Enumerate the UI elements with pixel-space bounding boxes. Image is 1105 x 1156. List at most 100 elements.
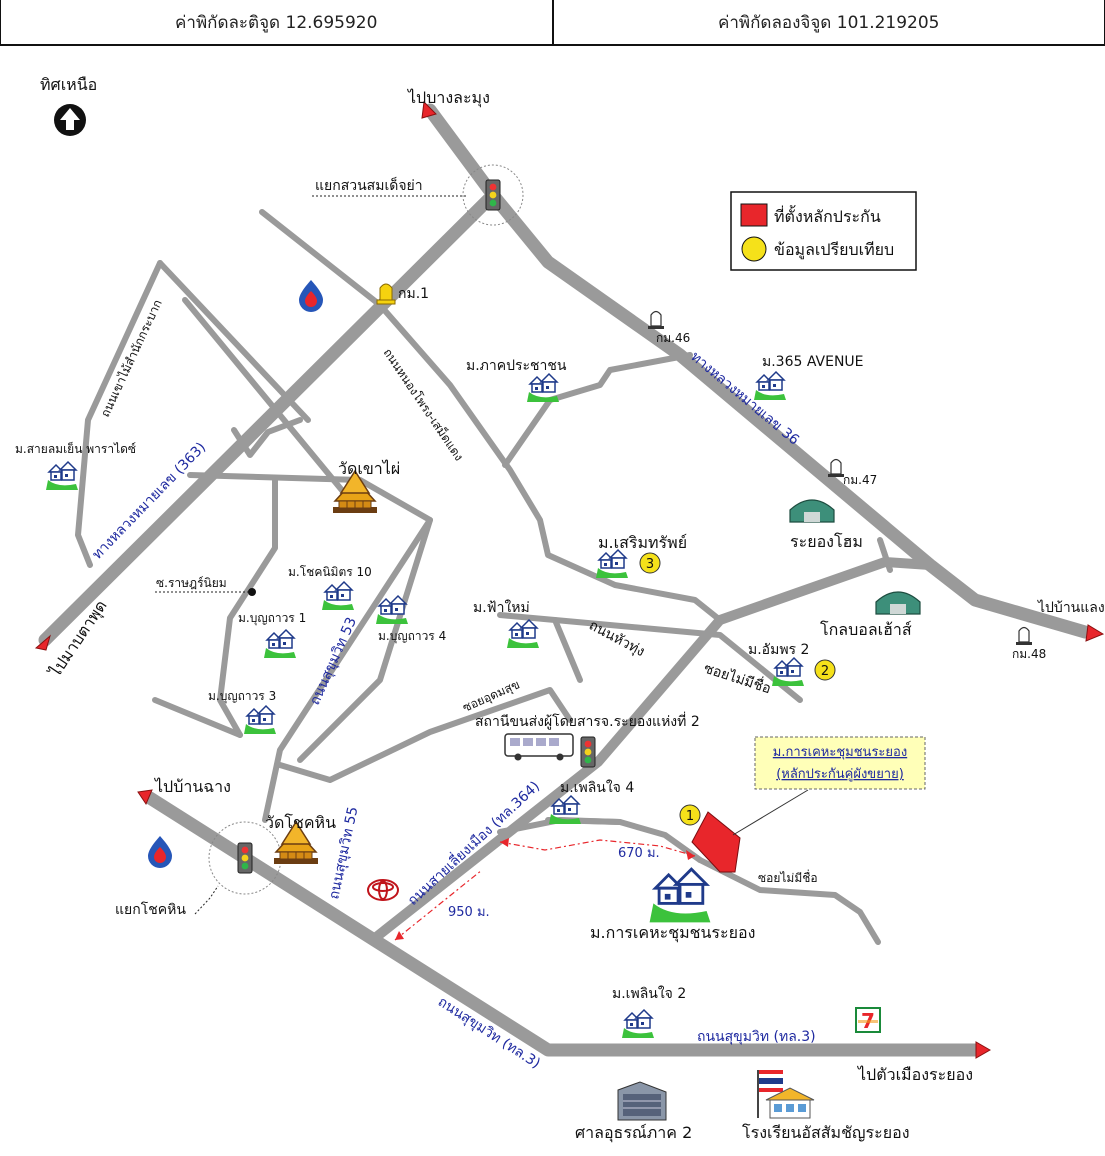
- marker-1: 1: [679, 804, 701, 826]
- label-m-sai-lom: ม.สายลมเย็น พาราไดซ์: [15, 441, 136, 456]
- distance-arrowhead-icon: [395, 931, 404, 940]
- legend-collateral-swatch: [740, 203, 768, 227]
- fuel-station-icon: [148, 836, 172, 868]
- road-soi-west: [152, 697, 243, 738]
- bus-icon: [504, 733, 574, 761]
- leader-lines: [155, 195, 468, 915]
- distance-arrowhead-icon: [500, 838, 509, 847]
- label-wat-khao-phai: วัดเขาไผ่: [338, 459, 400, 478]
- distance-670: 670 ม.: [618, 846, 660, 861]
- road-label-soi-ratsadon: ซ.ราษฎร์นิยม: [156, 576, 227, 590]
- label-to-bang-lamung: ไปบางละมุง: [406, 88, 490, 108]
- label-global-house: โกลบอลเฮ้าส์: [820, 620, 912, 639]
- trafficlight-icon: [485, 179, 501, 211]
- house-icon: [753, 371, 787, 401]
- km1-label: กม.1: [398, 286, 429, 302]
- label-m-365: ม.365 AVENUE: [762, 354, 864, 370]
- intersection-suan-somdet-ring: [462, 164, 524, 226]
- road-label-soi-no-name-1: ซอยไม่มีชื่อ: [702, 659, 774, 698]
- road-hua-thung: [552, 617, 803, 703]
- road-label-sukhumvit53: ถนนสุขุมวิท 53: [307, 615, 360, 708]
- trafficlight-icon: [580, 736, 596, 768]
- arrow-map-ta-phut-icon: [34, 634, 51, 651]
- svg-text:2: 2: [821, 664, 829, 679]
- road-west-1: [157, 260, 311, 423]
- road-cross-mid: [277, 687, 573, 783]
- road-phak: [502, 352, 693, 468]
- road-label-nong-phrong: ถนนหนองโพรง-เสม็ดแดง: [381, 345, 467, 463]
- road-rayong-home: [877, 537, 893, 573]
- label-m-phloen2: ม.เพลินใจ 2: [612, 985, 686, 1002]
- label-chok-hin: แยกโชคหิน: [115, 901, 186, 918]
- svg-text:3: 3: [646, 557, 654, 572]
- house-icon: [526, 373, 560, 403]
- km48-label: กม.48: [1012, 647, 1046, 661]
- house-large-icon: [648, 867, 712, 924]
- distance-arrowhead-icon: [686, 850, 695, 860]
- label-m-bun3: ม.บุญถาวร 3: [208, 689, 276, 704]
- north-label: ทิศเหนือ: [40, 75, 97, 94]
- road-sukhumvit-diag: [143, 791, 982, 1057]
- house-icon: [263, 629, 297, 659]
- house-icon: [506, 619, 540, 649]
- legend-collateral-label: ที่ตั้งหลักประกัน: [774, 205, 881, 226]
- label-suan-somdet: แยกสวนสมเด็จย่า: [315, 176, 423, 194]
- warehouse-icon: [789, 499, 835, 523]
- label-m-phloen4: ม.เพลินใจ 4: [560, 779, 634, 796]
- location-map: ทิศเหนือ ที่ตั้งหลักประกัน ข้อมูลเปรียบเ…: [15, 75, 1105, 1143]
- label-m-bun4: ม.บุญถาวร 4: [378, 629, 446, 644]
- km48-post-icon: [1015, 626, 1033, 646]
- longitude-cell: ค่าพิกัดลองจิจูด 101.219205: [553, 0, 1105, 46]
- toyota-logo-icon: [367, 879, 399, 901]
- warehouse-icon: [875, 591, 921, 615]
- road-label-soi-no-name-2: ซอยไม่มีชื่อ: [758, 869, 818, 885]
- label-m-sermsap: ม.เสริมทรัพย์: [598, 533, 687, 552]
- house-icon: [771, 657, 805, 687]
- label-m-amphon: ม.อัมพร 2: [748, 642, 809, 658]
- legend: ที่ตั้งหลักประกัน ข้อมูลเปรียบเทียบ: [730, 191, 917, 271]
- label-m-chok-nimit: ม.โชคนิมิตร 10: [288, 565, 372, 579]
- road-west-2: [182, 297, 353, 503]
- house-icon: [45, 461, 79, 491]
- svg-text:1: 1: [686, 809, 694, 824]
- marker-2: 2: [814, 659, 836, 681]
- legend-comparison-swatch: [741, 236, 767, 262]
- label-to-ban-laeng: ไปบ้านแลง: [1037, 599, 1105, 616]
- label-to-rayong-city: ไปตัวเมืองระยอง: [856, 1065, 973, 1084]
- arrow-bang-lamung-icon: [421, 100, 437, 119]
- road-khao-mai: [75, 260, 163, 568]
- house-icon: [621, 1009, 655, 1039]
- road-zigzag: [231, 417, 303, 458]
- km47-post-icon: [827, 458, 845, 478]
- marker-3: 3: [639, 552, 661, 574]
- trafficlight-icon: [237, 842, 253, 874]
- distance-lines: [394, 839, 696, 941]
- arrow-rayong-city-icon: [975, 1041, 992, 1059]
- house-icon: [321, 581, 355, 611]
- distance-950: 950 ม.: [448, 905, 490, 920]
- house-icon: [243, 705, 277, 735]
- label-rayong-home: ระยองโฮม: [790, 532, 863, 551]
- label-to-ban-chang: ไปบ้านฉาง: [153, 777, 231, 796]
- school-flag-icon: [757, 1070, 815, 1119]
- soi-ratsadon-dot: [248, 588, 256, 596]
- court-building-icon: [617, 1081, 667, 1121]
- label-school: โรงเรียนอัสสัมชัญระยอง: [742, 1123, 910, 1142]
- label-wat-chok-hin: วัดโชคหิน: [265, 813, 336, 832]
- label-m-kheha: ม.การเคหะชุมชนระยอง: [590, 923, 755, 943]
- road-nong-phrong: [259, 209, 723, 623]
- label-m-bun1: ม.บุญถาวร 1: [238, 611, 306, 626]
- latitude-cell: ค่าพิกัดละติจูด 12.695920: [0, 0, 554, 46]
- callout-line1: ม.การเคหะชุมชนระยอง: [773, 745, 907, 760]
- callout-leader: [732, 789, 809, 836]
- km46-post-icon: [647, 310, 665, 330]
- collateral-callout: ม.การเคหะชุมชนระยอง (หลักประกันคู่ผังขยา…: [754, 736, 926, 790]
- collateral-site-polygon: [691, 811, 741, 873]
- km46-label: กม.46: [656, 331, 690, 345]
- label-bus-station: สถานีขนส่งผู้โดยสารจ.ระยองแห่งที่ 2: [475, 712, 700, 730]
- road-sukhumvit53: [262, 517, 433, 823]
- road-label-sai-liang: ถนนสายเลี่ยงเมือง (ทล.364): [403, 777, 543, 909]
- label-m-fa-mai: ม.ฟ้าใหม่: [473, 599, 530, 616]
- road-wat-khao-phai: [187, 472, 433, 763]
- road-label-khao-mai: ถนนเขาไม้สำนักกระบาก: [98, 297, 165, 419]
